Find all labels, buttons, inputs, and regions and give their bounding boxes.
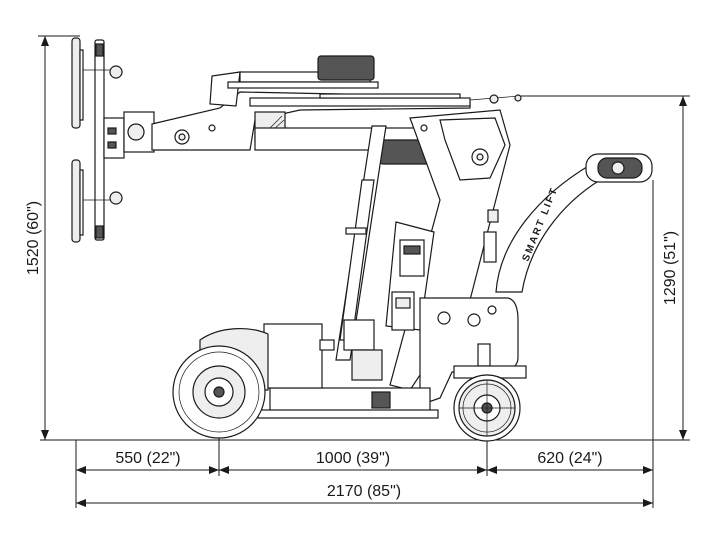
dim-rear-overhang-label: 620 (24")	[537, 450, 602, 467]
boom-arm	[151, 55, 522, 165]
dim-front-overhang-label: 550 (22")	[115, 450, 180, 467]
dim-total-length-label: 2170 (85")	[327, 483, 401, 500]
front-wheel	[172, 345, 266, 439]
dim-height-pivot-label: 1290 (51")	[662, 231, 679, 305]
vacuum-head	[71, 37, 155, 243]
steering-handle: SMART LIFT	[495, 153, 653, 293]
rear-wheel	[453, 365, 527, 442]
dim-wheelbase-label: 1000 (39")	[316, 450, 390, 467]
rear-body	[419, 297, 519, 406]
hydraulic-cylinder	[335, 125, 387, 381]
dim-height-total-label: 1520 (60")	[25, 201, 42, 275]
